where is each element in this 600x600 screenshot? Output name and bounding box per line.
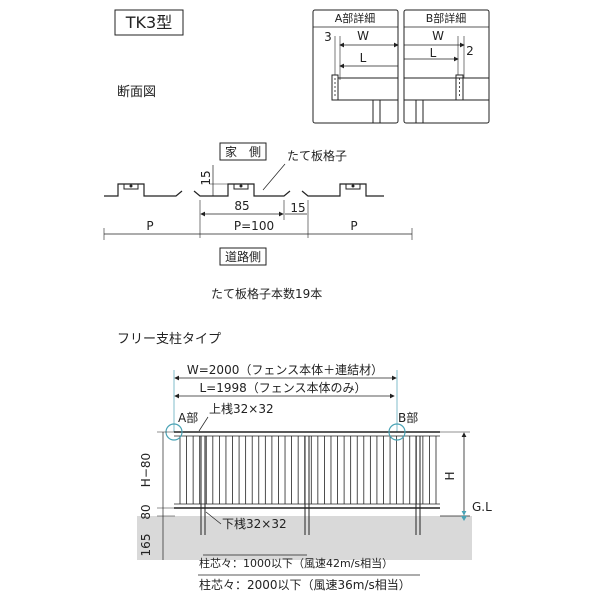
dim-80: 80	[139, 504, 153, 519]
pitch-right: P	[350, 219, 357, 233]
ground-level-label: G.L	[472, 500, 492, 514]
bottom-rail-label: 下桟32×32	[222, 517, 287, 531]
section-title: 断面図	[117, 85, 156, 100]
detail-a-title: A部詳細	[335, 11, 376, 25]
slat-profile-center	[193, 183, 291, 197]
dim-85: 85	[234, 199, 249, 213]
detail-b: B部詳細 W L 2	[403, 9, 490, 124]
pitch-center: P=100	[234, 219, 274, 233]
house-side-label: 家 側	[225, 144, 261, 159]
detail-a: A部詳細 3 W L	[312, 9, 399, 124]
dim-h80: H−80	[139, 453, 153, 487]
free-post-elevation: W=2000（フェンス本体＋連結材） L=1998（フェンス本体のみ） A部 B…	[137, 363, 492, 592]
slat-profile-left	[104, 183, 183, 197]
width-total: W=2000（フェンス本体＋連結材）	[187, 363, 383, 377]
dim-15-horizontal: 15	[290, 201, 305, 215]
dim-15-vertical: 15	[199, 170, 213, 185]
model-label-box: TK3型	[114, 9, 184, 36]
detail-b-title: B部詳細	[426, 11, 467, 25]
post-pitch-1: 柱芯々：1000以下（風速42m/s相当）	[199, 556, 393, 570]
slat-profile-right	[301, 183, 384, 197]
dim-h: H	[443, 471, 457, 480]
model-label: TK3型	[125, 13, 172, 32]
detail-a-dim-w: W	[357, 29, 369, 43]
free-post-title: フリー支柱タイプ	[117, 332, 221, 347]
detail-b-dim-2: 2	[466, 44, 474, 58]
road-side-label: 道路側	[225, 249, 261, 264]
pitch-left: P	[146, 219, 153, 233]
part-b-label: B部	[398, 410, 418, 425]
top-rail-label: 上桟32×32	[209, 402, 274, 416]
detail-b-dim-l: L	[430, 46, 437, 60]
detail-a-dim-3: 3	[324, 30, 332, 44]
cross-section: 家 側 たて板格子 15 85 15	[103, 142, 413, 301]
detail-a-dim-l: L	[360, 51, 367, 65]
slat-count: たて板格子本数19本	[211, 286, 322, 301]
part-a-label: A部	[178, 410, 198, 425]
post-pitch-2: 柱芯々：2000以下（風速36m/s相当）	[199, 577, 411, 592]
fence-body	[174, 431, 440, 535]
dim-165: 165	[139, 534, 153, 557]
vertical-slat-label: たて板格子	[287, 148, 347, 163]
detail-b-dim-w: W	[432, 29, 444, 43]
width-body: L=1998（フェンス本体のみ）	[199, 381, 366, 395]
part-b-marker	[388, 423, 406, 441]
